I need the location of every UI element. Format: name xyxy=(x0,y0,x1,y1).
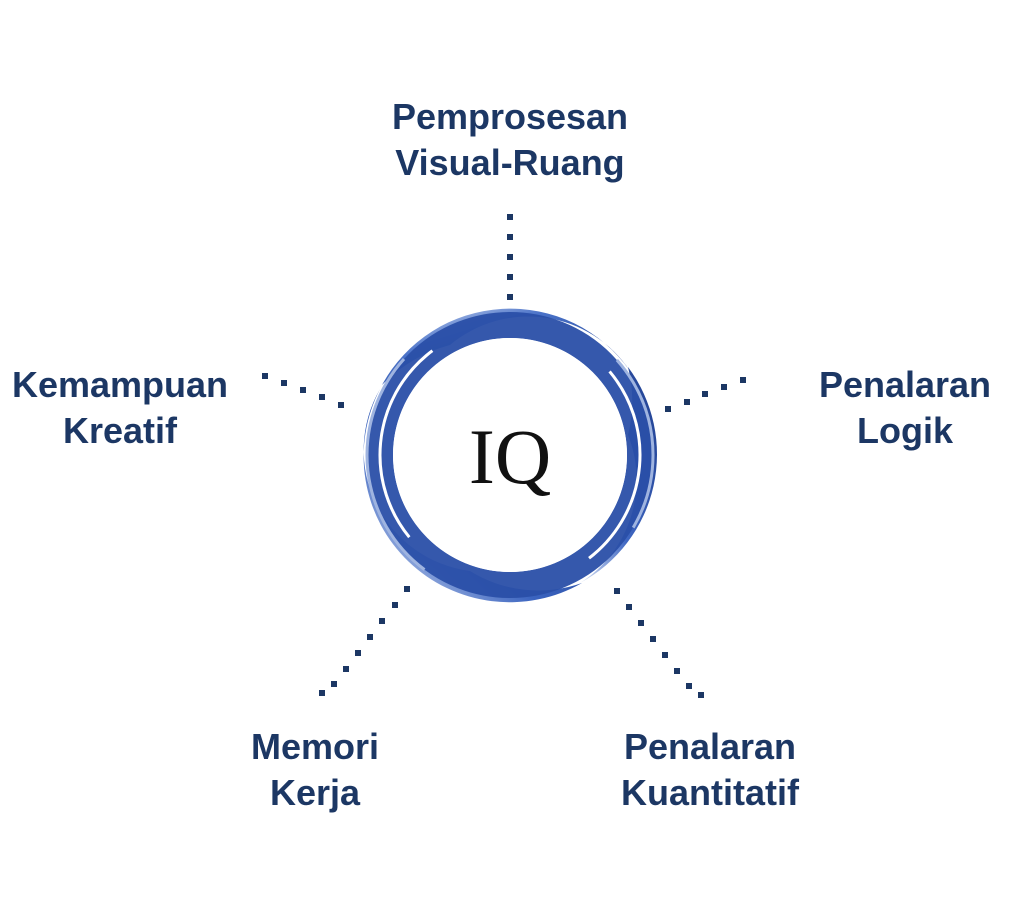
node-quantitative: Penalaran Kuantitatif xyxy=(580,724,840,816)
node-label-line: Visual-Ruang xyxy=(340,140,680,186)
connector-bottom-right xyxy=(614,588,704,698)
node-label-line: Pemprosesan xyxy=(340,94,680,140)
node-label-line: Memori xyxy=(195,724,435,770)
node-label-line: Kemampuan xyxy=(0,362,240,408)
connector-left xyxy=(262,373,344,408)
node-label-line: Penalaran xyxy=(790,362,1020,408)
connector-top xyxy=(507,214,513,300)
node-logical: Penalaran Logik xyxy=(790,362,1020,454)
node-creative: Kemampuan Kreatif xyxy=(0,362,240,454)
node-label-line: Logik xyxy=(790,408,1020,454)
node-label-line: Kreatif xyxy=(0,408,240,454)
iq-center-label: IQ xyxy=(410,412,610,502)
node-label-line: Kuantitatif xyxy=(580,770,840,816)
connector-bottom-left xyxy=(319,586,410,696)
node-label-line: Kerja xyxy=(195,770,435,816)
connector-right xyxy=(665,377,746,412)
node-working-memory: Memori Kerja xyxy=(195,724,435,816)
node-label-line: Penalaran xyxy=(580,724,840,770)
node-visual-spatial: Pemprosesan Visual-Ruang xyxy=(340,94,680,186)
